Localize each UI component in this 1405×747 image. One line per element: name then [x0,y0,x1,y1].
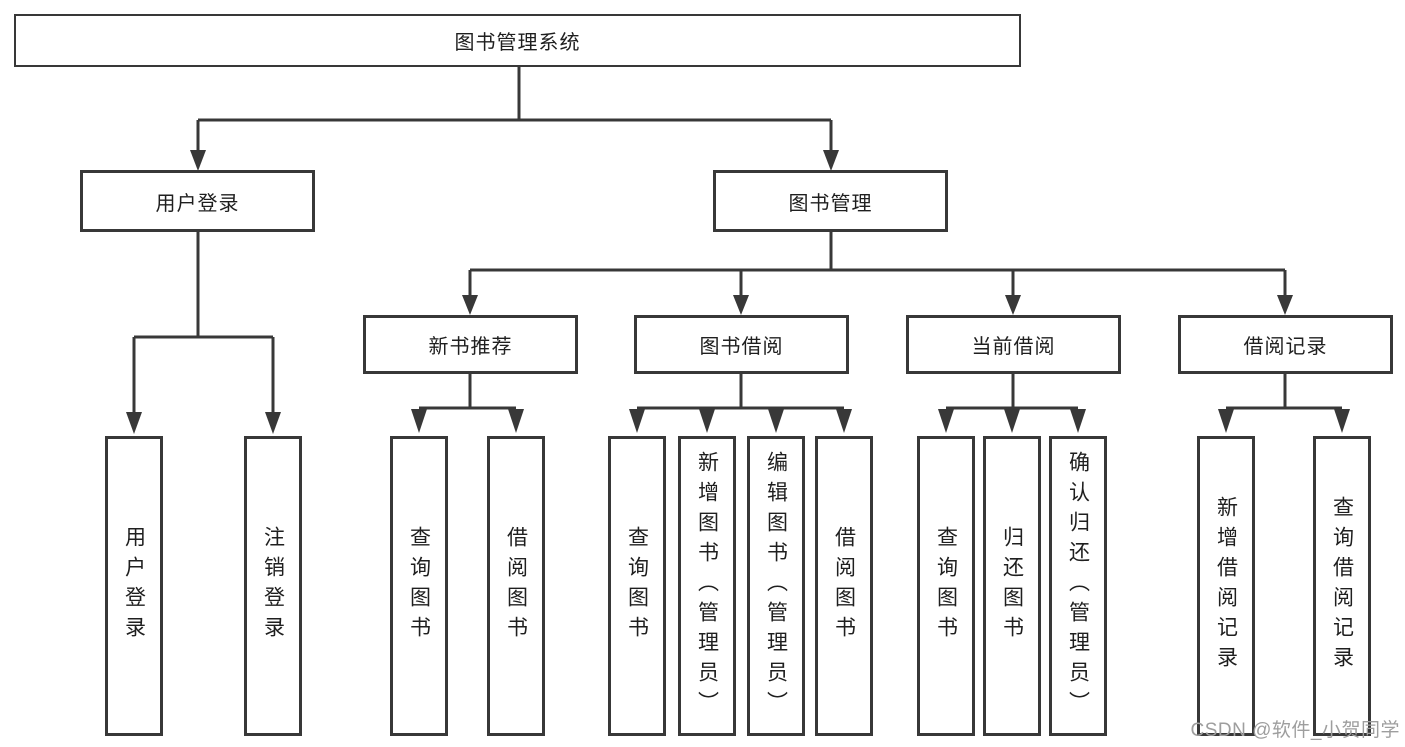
leaf-return-books: 归还图书 [983,436,1041,736]
leaf-query-books-recommend: 查询图书 [390,436,448,736]
leaf-borrow-books-recommend: 借阅图书 [487,436,545,736]
node-new-book-recommend-label: 新书推荐 [428,336,513,358]
node-current-borrowing: 当前借阅 [906,315,1121,374]
arrow-down [462,295,478,315]
leaf-query-books-current: 查询图书 [917,436,975,736]
node-borrowing-records: 借阅记录 [1178,315,1393,374]
leaf-borrow-books-borrowing: 借阅图书 [815,436,873,736]
node-new-book-recommend: 新书推荐 [363,315,578,374]
node-book-management-label: 图书管理 [788,192,873,215]
node-book-management: 图书管理 [713,170,948,232]
node-library-system-label: 图书管理系统 [454,32,581,54]
arrow-down [938,409,954,433]
arrow-down [1005,295,1021,315]
arrow-down [836,409,852,433]
leaf-edit-book-admin: 编辑图书（管理员） [747,436,805,736]
leaf-add-borrow-record: 新增借阅记录 [1197,436,1255,736]
leaf-return-books-label: 归还图书 [1000,526,1024,646]
arrow-down [768,409,784,433]
node-book-borrowing-label: 图书借阅 [699,336,784,358]
node-user-login-label: 用户登录 [155,192,240,215]
connector-book-borrowing-to-leaves [629,374,852,433]
arrow-down [508,409,524,433]
connector-current-borrowing-to-leaves [938,374,1086,433]
connector-book-management-to-level3 [462,232,1293,315]
arrow-down [629,409,645,433]
arrow-down [411,409,427,433]
leaf-query-borrow-record-label: 查询借阅记录 [1330,496,1354,676]
connector-new-book-recommend-to-leaves [411,374,524,433]
connector-user-login-to-leaves [126,232,281,434]
connector-root-to-level2 [190,67,839,171]
leaf-query-borrow-record: 查询借阅记录 [1313,436,1371,736]
arrow-down [1277,295,1293,315]
leaf-user-login: 用户登录 [105,436,163,736]
arrow-down [190,150,206,171]
node-borrowing-records-label: 借阅记录 [1243,336,1328,358]
arrow-down [699,409,715,433]
leaf-logout: 注销登录 [244,436,302,736]
leaf-query-books-borrowing: 查询图书 [608,436,666,736]
arrow-down [1004,409,1020,433]
node-book-borrowing: 图书借阅 [634,315,849,374]
node-library-system: 图书管理系统 [14,14,1021,67]
leaf-query-books-recommend-label: 查询图书 [407,526,431,646]
node-user-login: 用户登录 [80,170,315,232]
arrow-down [265,412,281,434]
leaf-query-books-borrowing-label: 查询图书 [625,526,649,646]
leaf-borrow-books-borrowing-label: 借阅图书 [832,526,856,646]
leaf-confirm-return-admin-label: 确认归还（管理员） [1066,451,1090,721]
leaf-add-book-admin-label: 新增图书（管理员） [695,451,719,721]
leaf-logout-label: 注销登录 [261,526,285,646]
csdn-watermark: CSDN @软件_小贺同学 [1190,720,1400,741]
leaf-user-login-label: 用户登录 [122,526,146,646]
leaf-borrow-books-recommend-label: 借阅图书 [504,526,528,646]
arrow-down [1334,409,1350,433]
leaf-query-books-current-label: 查询图书 [934,526,958,646]
leaf-add-book-admin: 新增图书（管理员） [678,436,736,736]
arrow-down [823,150,839,171]
connector-borrowing-records-to-leaves [1218,374,1350,433]
leaf-confirm-return-admin: 确认归还（管理员） [1049,436,1107,736]
arrow-down [733,295,749,315]
leaf-add-borrow-record-label: 新增借阅记录 [1214,496,1238,676]
arrow-down [126,412,142,434]
arrow-down [1218,409,1234,433]
leaf-edit-book-admin-label: 编辑图书（管理员） [764,451,788,721]
arrow-down [1070,409,1086,433]
node-current-borrowing-label: 当前借阅 [971,336,1056,358]
